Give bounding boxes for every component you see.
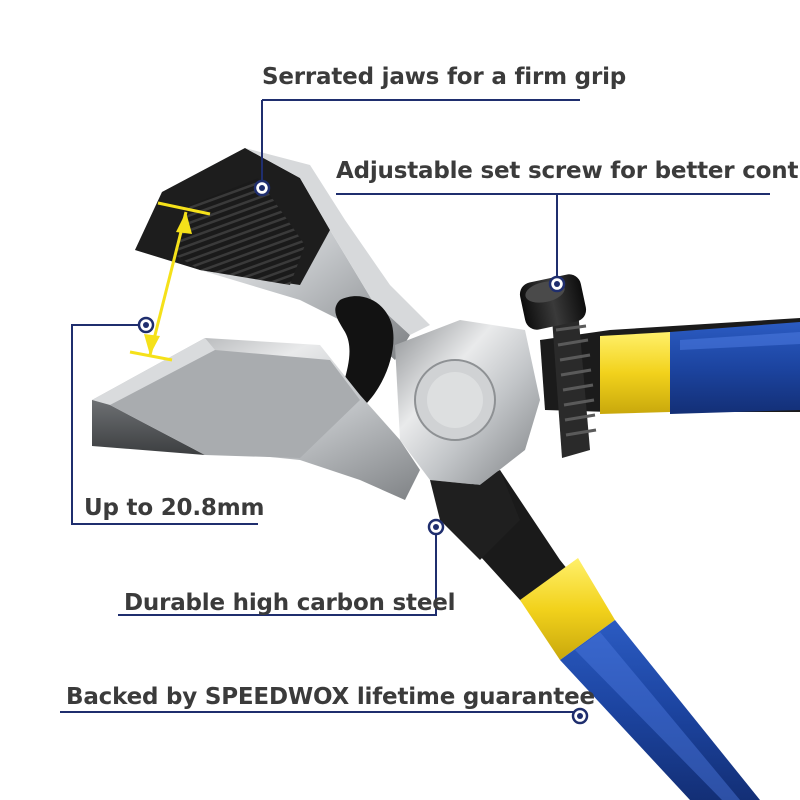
callout-material: Durable high carbon steel — [124, 590, 456, 616]
callout-set-screw: Adjustable set screw for better control — [336, 158, 800, 184]
double-arrow-icon — [129, 201, 211, 362]
callout-jaw-opening: Up to 20.8mm — [84, 495, 265, 521]
callout-guarantee: Backed by SPEEDWOX lifetime guarantee — [66, 684, 595, 710]
ring-dot-icon — [137, 179, 589, 725]
set-screw — [519, 274, 597, 458]
pivot-body — [395, 320, 540, 560]
callout-serrated-jaws: Serrated jaws for a firm grip — [262, 64, 627, 90]
lower-jaw — [92, 338, 420, 500]
upper-handle — [540, 318, 800, 414]
